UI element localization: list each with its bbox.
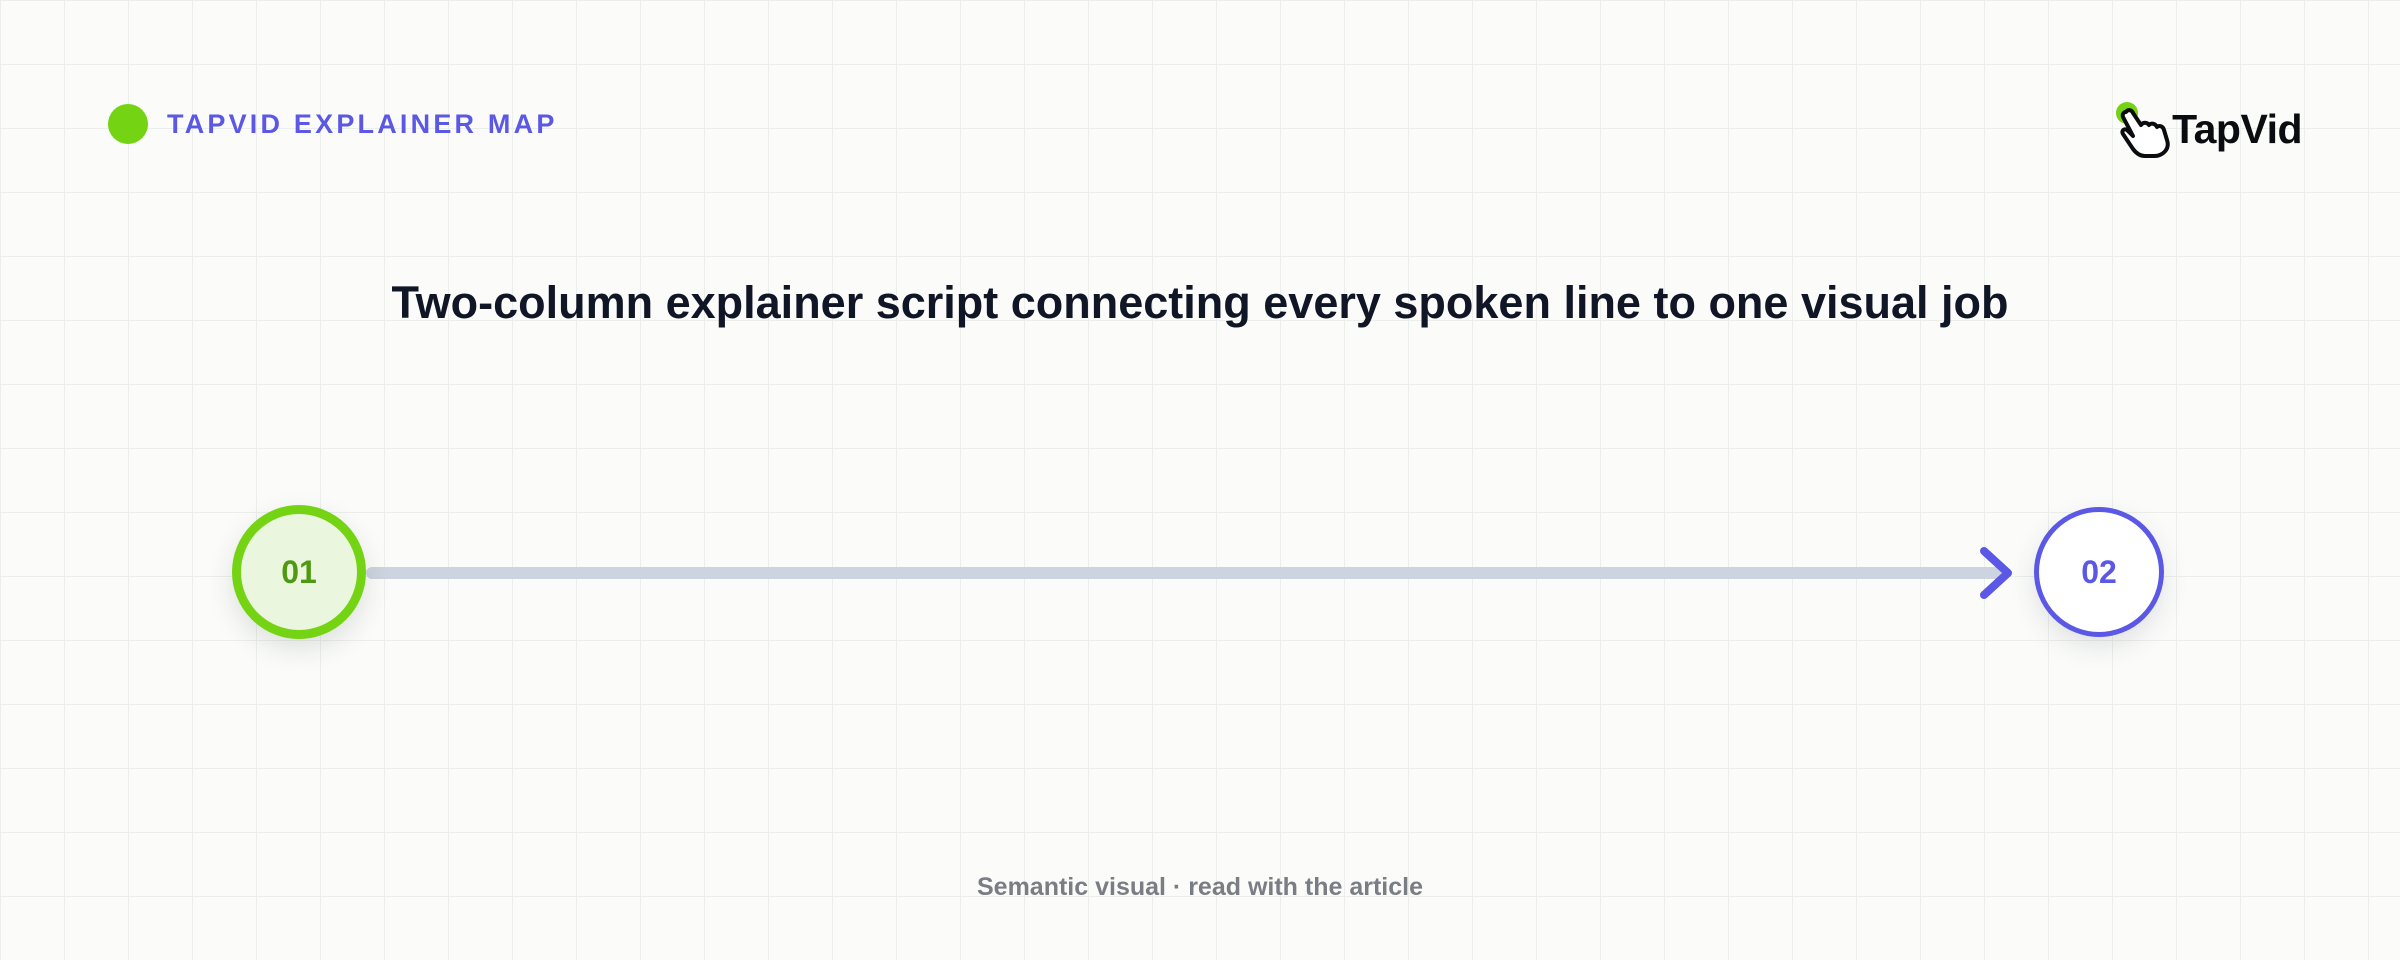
footer-caption: Semantic visual · read with the article [977, 873, 1423, 901]
brand-label: TAPVID EXPLAINER MAP [167, 109, 558, 139]
step-node-label: 01 [281, 553, 317, 590]
tapvid-logo[interactable]: TapVid [2114, 100, 2302, 158]
logo-text: TapVid [2172, 106, 2302, 152]
green-dot-icon [108, 104, 148, 144]
tapvid-hand-pointer-icon [2116, 102, 2170, 158]
arrow-right-icon [1980, 547, 2012, 599]
brand-mark: TAPVID EXPLAINER MAP [108, 104, 558, 144]
step-node-01: 01 [232, 505, 366, 639]
step-node-02: 02 [2034, 507, 2164, 637]
page-title: Two-column explainer script connecting e… [391, 277, 2009, 329]
step-node-label: 02 [2081, 553, 2117, 590]
